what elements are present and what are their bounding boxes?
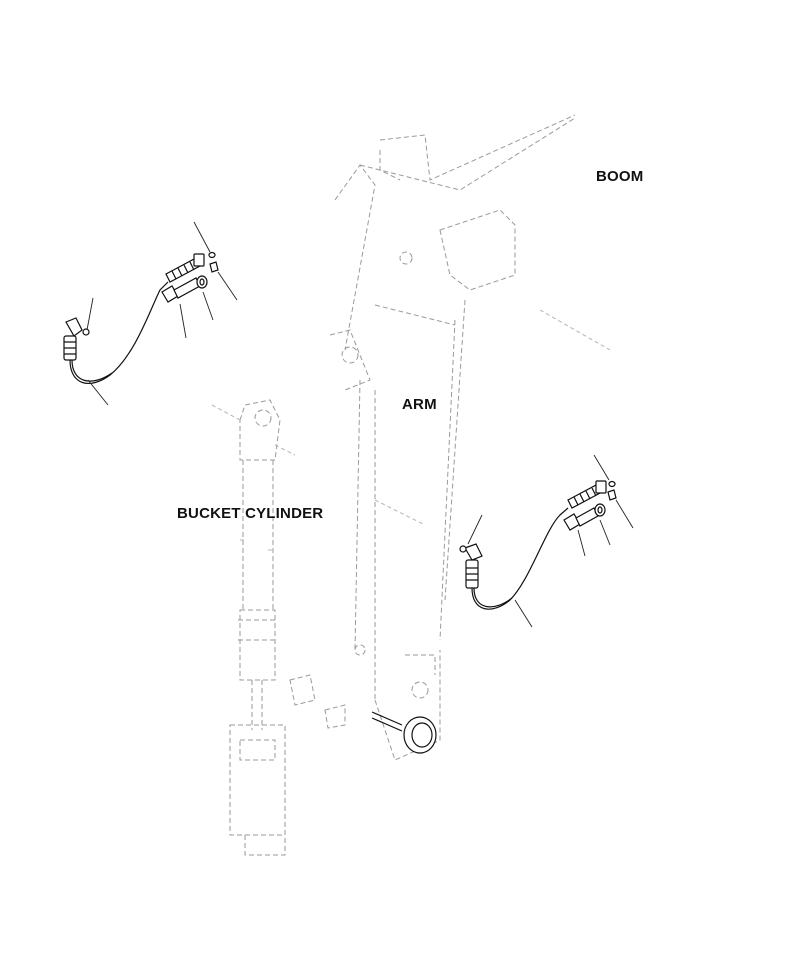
right-oring xyxy=(608,480,616,488)
left-bolt xyxy=(161,277,201,303)
right-connector xyxy=(459,543,483,589)
arm-pin-boss xyxy=(371,711,437,754)
boom-outline xyxy=(359,114,611,351)
boom-label: BOOM xyxy=(596,168,644,185)
left-clip xyxy=(209,261,219,273)
right-sensor-body xyxy=(567,480,607,509)
left-sensor-harness xyxy=(63,221,238,406)
arm-label: ARM xyxy=(402,396,437,413)
bucket-cylinder-outline xyxy=(211,399,346,856)
left-oring xyxy=(208,251,216,259)
bucket-cylinder-label: BUCKET CYLINDER xyxy=(177,505,324,522)
left-sensor-body xyxy=(165,253,205,283)
right-sensor-harness xyxy=(459,454,634,628)
right-clip xyxy=(607,489,617,501)
arm-outline xyxy=(329,164,466,761)
left-connector xyxy=(63,317,90,361)
right-cable xyxy=(471,507,569,610)
right-bolt xyxy=(563,507,599,531)
left-cable xyxy=(69,281,169,384)
